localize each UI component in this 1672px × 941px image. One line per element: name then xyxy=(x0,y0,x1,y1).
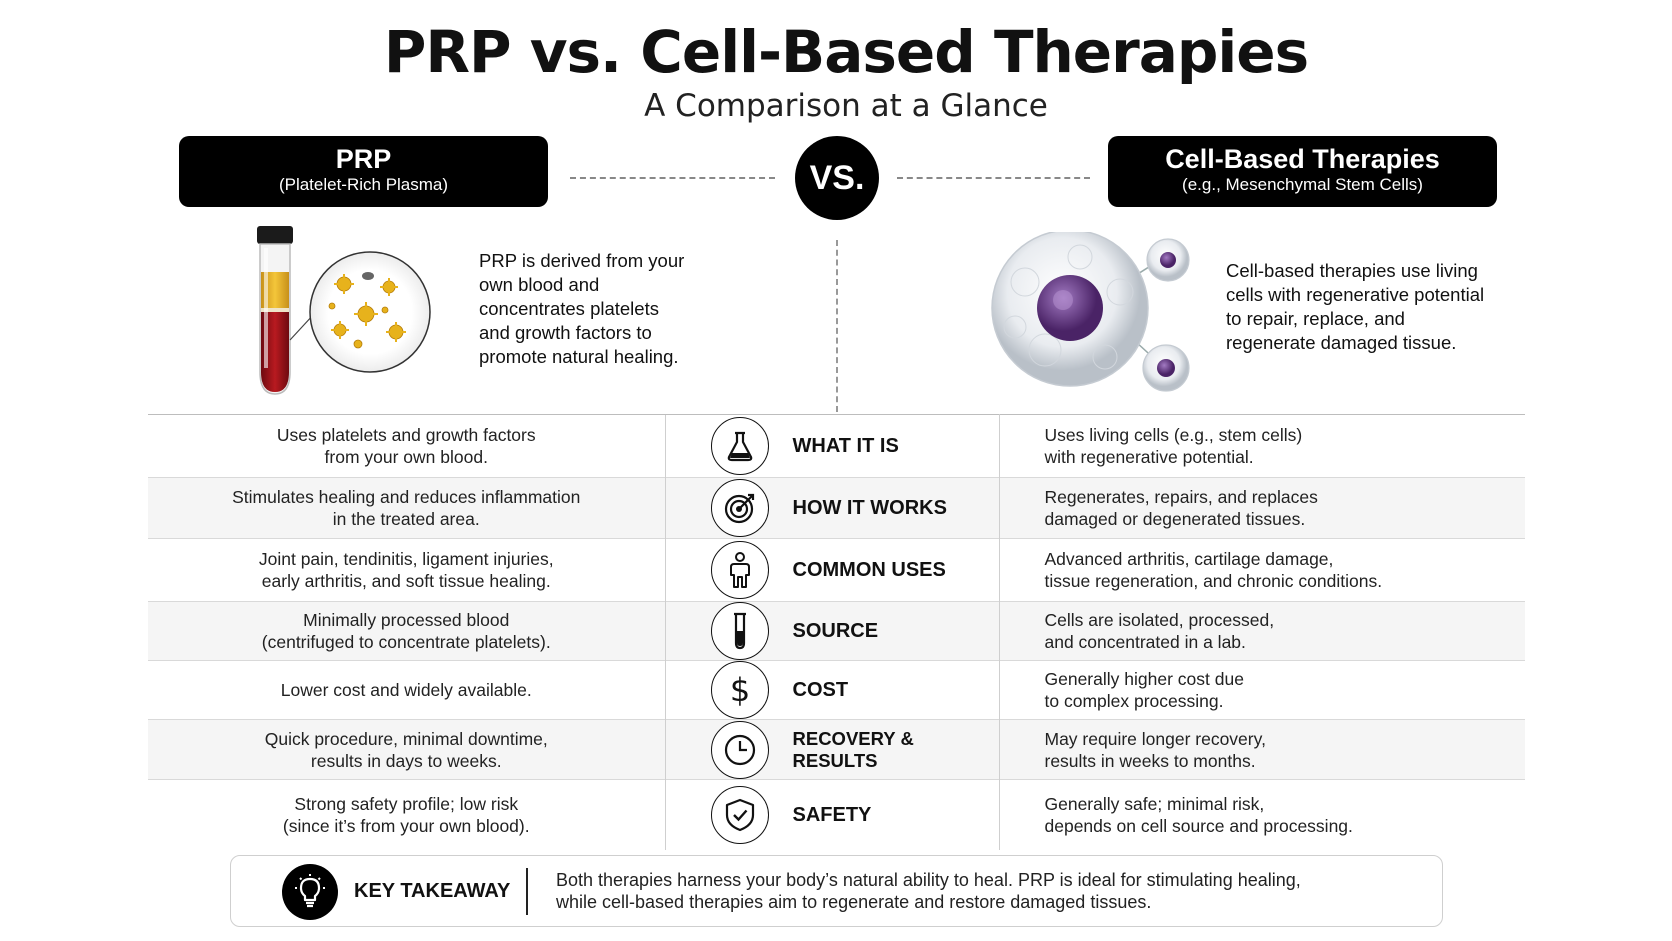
key-takeaway-label: KEY TAKEAWAY xyxy=(354,880,511,902)
prp-cell: Strong safety profile; low risk (since i… xyxy=(148,779,665,850)
lightbulb-icon xyxy=(282,864,338,920)
prp-text-line: from your own blood. xyxy=(324,447,488,467)
table-row: Lower cost and widely available. $ COST … xyxy=(148,660,1525,720)
cell-therapy-text-line: Regenerates, repairs, and replaces xyxy=(1044,487,1318,507)
cell-therapy-header-title: Cell-Based Therapies xyxy=(1165,144,1440,174)
category-label: HOW IT WORKS xyxy=(792,497,947,519)
cell-therapy-text-line: Advanced arthritis, cartilage damage, xyxy=(1044,549,1334,569)
cell-therapy-text-line: with regenerative potential. xyxy=(1044,447,1254,467)
prp-cell: Minimally processed blood (centrifuged t… xyxy=(148,601,665,661)
prp-text-line: early arthritis, and soft tissue healing… xyxy=(261,571,551,591)
cell-therapy-cell: Generally higher cost due to complex pro… xyxy=(999,660,1525,720)
prp-text-line: Quick procedure, minimal downtime, xyxy=(264,728,548,749)
category-cell: $ COST xyxy=(664,660,1000,720)
key-takeaway-text-line: while cell-based therapies aim to regene… xyxy=(556,892,1152,912)
table-row: Quick procedure, minimal downtime, resul… xyxy=(148,719,1525,780)
prp-header-title: PRP xyxy=(335,144,392,174)
prp-text-line: (centrifuged to concentrate platelets). xyxy=(261,632,551,652)
cell-therapy-text-line: Uses living cells (e.g., stem cells) xyxy=(1044,425,1303,445)
shield-check-icon xyxy=(710,785,769,844)
category-label: WHAT IT IS xyxy=(792,435,899,457)
prp-header: PRP (Platelet-Rich Plasma) xyxy=(179,136,548,207)
category-cell: SOURCE xyxy=(664,601,1000,661)
center-divider xyxy=(836,240,838,412)
cell-therapy-cell: Generally safe; minimal risk, depends on… xyxy=(999,779,1525,850)
key-takeaway-box: KEY TAKEAWAY Both therapies harness your… xyxy=(230,855,1443,927)
cell-therapy-text-line: and concentrated in a lab. xyxy=(1044,632,1246,652)
prp-text-line: Lower cost and widely available. xyxy=(280,680,532,700)
prp-cell: Joint pain, tendinitis, ligament injurie… xyxy=(148,538,665,602)
prp-cell: Quick procedure, minimal downtime, resul… xyxy=(148,719,665,780)
cell-therapy-text-line: Cells are isolated, processed, xyxy=(1044,610,1275,630)
vs-badge: VS. xyxy=(795,136,879,220)
category-label: COST xyxy=(792,679,849,701)
cell-therapy-cell: Cells are isolated, processed, and conce… xyxy=(999,601,1525,661)
table-row: Stimulates healing and reduces inflammat… xyxy=(148,477,1525,539)
prp-cell: Lower cost and widely available. xyxy=(148,660,665,720)
cell-therapy-text-line: tissue regeneration, and chronic conditi… xyxy=(1044,571,1383,591)
page-subtitle: A Comparison at a Glance xyxy=(644,88,1048,124)
prp-description: PRP is derived from your own blood and c… xyxy=(479,250,685,367)
key-takeaway-text: Both therapies harness your body’s natur… xyxy=(556,869,1416,913)
target-icon xyxy=(710,479,769,537)
cell-therapy-cell: Regenerates, repairs, and replaces damag… xyxy=(999,477,1525,539)
cell-therapy-description: Cell-based therapies use living cells wi… xyxy=(1226,260,1485,353)
cell-therapy-header: Cell-Based Therapies (e.g., Mesenchymal … xyxy=(1108,136,1497,207)
prp-text-line: Joint pain, tendinitis, ligament injurie… xyxy=(258,549,554,569)
prp-tube-illustration xyxy=(257,226,431,395)
cell-therapy-text-line: damaged or degenerated tissues. xyxy=(1044,509,1306,529)
category-cell: RECOVERY & RESULTS xyxy=(664,719,1000,780)
category-label: RECOVERY & RESULTS xyxy=(792,727,914,771)
stem-cell-illustration xyxy=(991,232,1190,392)
svg-text:$: $ xyxy=(729,671,749,709)
prp-text-line: results in days to weeks. xyxy=(310,750,502,771)
flask-icon xyxy=(710,417,769,475)
cell-therapy-text-line: Generally safe; minimal risk, xyxy=(1044,793,1265,814)
cell-therapy-cell: Uses living cells (e.g., stem cells) wit… xyxy=(999,414,1525,478)
category-label: SOURCE xyxy=(792,620,879,642)
table-row: Minimally processed blood (centrifuged t… xyxy=(148,601,1525,661)
prp-text-line: Strong safety profile; low risk xyxy=(294,793,519,814)
prp-cell: Stimulates healing and reduces inflammat… xyxy=(148,477,665,539)
dashed-connector-right xyxy=(897,177,1090,179)
category-label: COMMON USES xyxy=(792,559,946,581)
key-takeaway-text-line: Both therapies harness your body’s natur… xyxy=(556,870,1301,890)
cell-therapy-header-subtitle: (e.g., Mesenchymal Stem Cells) xyxy=(1182,175,1423,194)
table-row: Uses platelets and growth factors from y… xyxy=(148,414,1525,478)
comparison-table: Uses platelets and growth factors from y… xyxy=(148,414,1525,850)
dashed-connector-left xyxy=(570,177,775,179)
table-row: Joint pain, tendinitis, ligament injurie… xyxy=(148,538,1525,602)
category-cell: SAFETY xyxy=(664,779,1000,850)
category-cell: HOW IT WORKS xyxy=(664,477,1000,539)
cell-therapy-text-line: Generally higher cost due xyxy=(1044,669,1244,689)
dollar-icon: $ xyxy=(710,661,769,719)
prp-text-line: Stimulates healing and reduces inflammat… xyxy=(232,487,581,507)
prp-text-line: Minimally processed blood xyxy=(303,610,510,630)
category-cell: COMMON USES xyxy=(664,538,1000,602)
cell-therapy-cell: Advanced arthritis, cartilage damage, ti… xyxy=(999,538,1525,602)
prp-text-line: (since it’s from your own blood). xyxy=(282,815,530,836)
cell-therapy-text-line: May require longer recovery, xyxy=(1044,728,1266,749)
cell-therapy-text-line: depends on cell source and processing. xyxy=(1044,815,1353,836)
cell-therapy-text-line: to complex processing. xyxy=(1044,691,1224,711)
table-row: Strong safety profile; low risk (since i… xyxy=(148,779,1525,850)
person-icon xyxy=(710,541,769,599)
prp-header-subtitle: (Platelet-Rich Plasma) xyxy=(278,175,449,194)
prp-text-line: Uses platelets and growth factors xyxy=(276,425,536,445)
category-cell: WHAT IT IS xyxy=(664,414,1000,478)
test-tube-icon xyxy=(710,602,769,660)
divider xyxy=(526,868,528,915)
prp-cell: Uses platelets and growth factors from y… xyxy=(148,414,665,478)
cell-therapy-text-line: results in weeks to months. xyxy=(1044,750,1256,771)
clock-icon xyxy=(710,720,769,779)
cell-therapy-cell: May require longer recovery, results in … xyxy=(999,719,1525,780)
prp-text-line: in the treated area. xyxy=(332,509,480,529)
page-title: PRP vs. Cell-Based Therapies xyxy=(383,18,1309,86)
category-label: SAFETY xyxy=(792,803,872,826)
